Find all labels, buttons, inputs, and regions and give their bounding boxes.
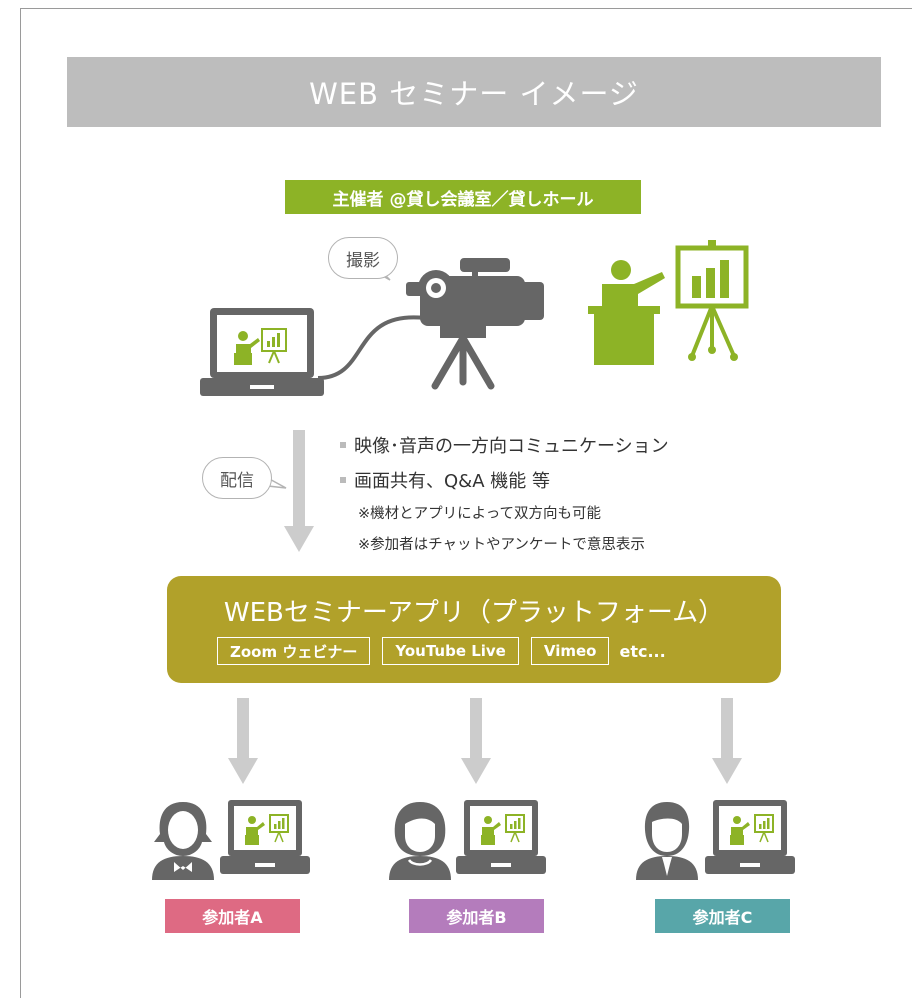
app-etc: etc... [619, 641, 666, 661]
participant-c-label: 参加者C [655, 899, 790, 933]
source-laptop-icon [200, 308, 324, 396]
platform-title: WEBセミナーアプリ（プラットフォーム） [223, 598, 725, 628]
participant-a-avatar-icon [152, 802, 214, 880]
bullet-icon [340, 442, 346, 448]
page-title: WEB セミナー イメージ [309, 77, 639, 111]
feature-text: 画面共有、Q&A 機能 等 [354, 471, 550, 492]
feature-item: 画面共有、Q&A 機能 等 [340, 467, 669, 493]
title-band: WEB セミナー イメージ [67, 57, 881, 127]
diagram-frame [20, 8, 912, 998]
distribution-arrow [284, 430, 314, 552]
participant-a-label: 参加者A [165, 899, 300, 933]
app-youtube-live: YouTube Live [382, 637, 519, 665]
participant-b-laptop-icon [456, 800, 546, 874]
participant-a-laptop-icon [220, 800, 310, 874]
presenter-icon [588, 240, 749, 365]
organizer-label: 主催者 @貸し会議室／貸しホール [285, 180, 641, 214]
arrow-to-participant-b [461, 698, 491, 784]
arrow-to-participant-a [228, 698, 258, 784]
feature-note: ※参加者はチャットやアンケートで意思表示 [358, 537, 645, 553]
camera-cable [317, 315, 426, 380]
distribute-bubble-text: 配信 [220, 470, 254, 491]
arrow-to-participant-c [712, 698, 742, 784]
feature-list: 映像･音声の一方向コミュニケーション 画面共有、Q&A 機能 等 ※機材とアプリ… [340, 432, 669, 564]
distribute-bubble: 配信 [202, 457, 272, 499]
app-vimeo: Vimeo [530, 637, 610, 665]
participant-b-avatar-icon [389, 802, 451, 880]
platform-box: WEBセミナーアプリ（プラットフォーム） Zoom ウェビナー YouTube … [167, 576, 781, 683]
platform-app-list: Zoom ウェビナー YouTube Live Vimeo etc... [217, 637, 666, 665]
app-zoom: Zoom ウェビナー [217, 637, 371, 665]
feature-item: 映像･音声の一方向コミュニケーション [340, 432, 669, 458]
shoot-bubble-text: 撮影 [346, 250, 380, 271]
participant-c-laptop-icon [705, 800, 795, 874]
bullet-icon [340, 477, 346, 483]
feature-text: 映像･音声の一方向コミュニケーション [354, 436, 669, 457]
participant-b-label: 参加者B [409, 899, 544, 933]
shoot-bubble: 撮影 [328, 237, 398, 279]
participant-c-avatar-icon [636, 802, 698, 880]
video-camera-icon [406, 258, 544, 390]
feature-note: ※機材とアプリによって双方向も可能 [358, 506, 601, 522]
